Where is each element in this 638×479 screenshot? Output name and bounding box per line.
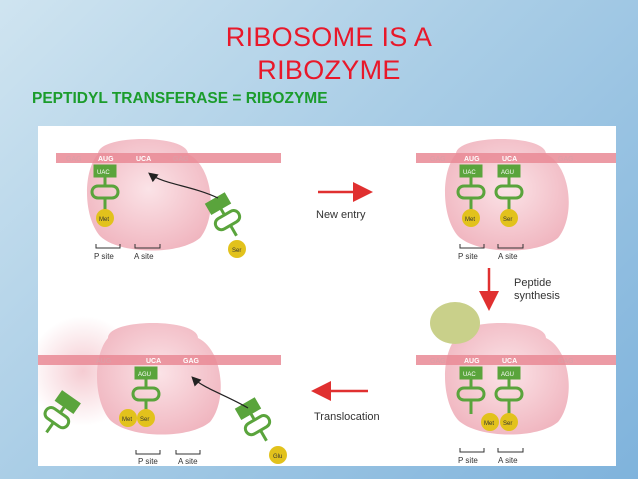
- anticodon-uac-2: UAC: [463, 170, 476, 176]
- a-site-label-2: A site: [498, 252, 518, 261]
- codon-gag-1: GAG: [173, 156, 189, 163]
- step-new-entry: New entry: [316, 209, 366, 221]
- codon-gag-3: GAG: [183, 358, 200, 365]
- ribosome-diagram-panel: GAG AUG UCA GAG UAC Met Ser P site A si: [38, 126, 616, 466]
- codon-gag-2: GAG: [558, 156, 574, 163]
- slide-subtitle: PEPTIDYL TRANSFERASE = RIBOZYME: [32, 90, 328, 107]
- a-site-label-4: A site: [498, 456, 518, 465]
- codon-aug-2: AUG: [464, 156, 480, 163]
- stage-3-peptide-bond: GAG AUG UCA GAG UAC AGU Met Ser P site A…: [416, 323, 616, 465]
- anticodon-agu-4: AGU: [501, 372, 514, 378]
- amino-met-4: Met: [484, 421, 494, 427]
- amino-ser-2: Ser: [503, 217, 512, 223]
- ribosome-diagram: GAG AUG UCA GAG UAC Met Ser P site A si: [38, 139, 616, 466]
- anticodon-uac-4: UAC: [463, 372, 476, 378]
- a-site-label-1: A site: [134, 252, 154, 261]
- mrna-4: [416, 355, 616, 365]
- slide-title-line1: RIBOSOME IS A: [225, 22, 433, 52]
- decor-circle: [430, 302, 480, 344]
- codon-aug-1: AUG: [98, 156, 114, 163]
- codon-left-1: GAG: [66, 156, 82, 163]
- amino-ser-4: Ser: [503, 421, 512, 427]
- mrna-3: [38, 355, 281, 365]
- p-site-label-3: P site: [138, 457, 158, 466]
- step-peptide-line1: Peptide: [514, 277, 551, 289]
- amino-glu-3: Glu: [273, 454, 282, 460]
- ribosome-3: [96, 323, 221, 435]
- codon-gag-4: GAG: [558, 358, 574, 365]
- p-site-label-4: P site: [458, 456, 478, 465]
- amino-ser-1: Ser: [232, 248, 241, 254]
- codon-aug-4: AUG: [464, 358, 480, 365]
- codon-uca-2: UCA: [502, 156, 517, 163]
- codon-uca-3: UCA: [146, 358, 161, 365]
- codon-left-2: GAG: [430, 156, 446, 163]
- amino-met-2: Met: [465, 217, 475, 223]
- mrna-1: [56, 153, 281, 163]
- codon-left-4: GAG: [430, 358, 446, 365]
- anticodon-agu-2: AGU: [501, 170, 514, 176]
- slide-title-line2: RIBOZYME: [257, 55, 401, 85]
- p-site-label-2: P site: [458, 252, 478, 261]
- ribosome-1: [86, 139, 211, 251]
- anticodon-agu-3: AGU: [138, 372, 151, 378]
- mrna-2: [416, 153, 616, 163]
- stage-4-translocation: AUG UCA GAG AGU Met Ser Gl: [38, 316, 287, 466]
- codon-aug-3: AUG: [96, 358, 111, 365]
- a-site-label-3: A site: [178, 457, 198, 466]
- amino-ser-3: Ser: [140, 417, 149, 423]
- anticodon-uac-1: UAC: [97, 170, 110, 176]
- stage-2-new-entry: GAG AUG UCA GAG UAC AGU Met Ser P site A…: [416, 139, 616, 261]
- step-peptide-line2: synthesis: [514, 290, 560, 302]
- step-translocation: Translocation: [314, 411, 380, 423]
- p-site-label-1: P site: [94, 252, 114, 261]
- amino-met-1: Met: [99, 217, 109, 223]
- amino-met-3: Met: [122, 417, 132, 423]
- stage-1-initial: GAG AUG UCA GAG UAC Met Ser P site A si: [56, 139, 281, 261]
- codon-uca-1: UCA: [136, 156, 151, 163]
- codon-uca-4: UCA: [502, 358, 517, 365]
